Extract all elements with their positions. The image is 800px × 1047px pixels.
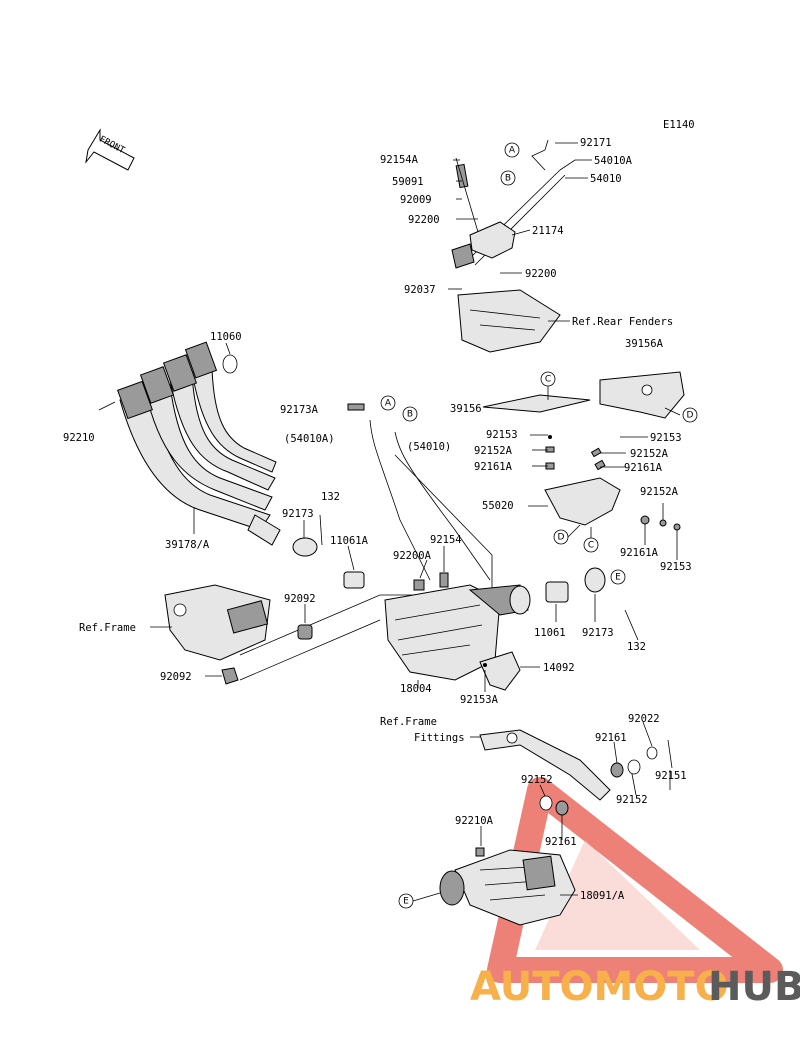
label-92200-top: 92200 xyxy=(408,214,440,226)
collar-92022 xyxy=(646,746,658,760)
gasket-11061 xyxy=(545,581,569,603)
label-11061a: 11061A xyxy=(330,535,369,547)
label-54010-paren: (54010) xyxy=(407,441,451,453)
bracket-55020 xyxy=(544,477,621,526)
label-92200a: 92200A xyxy=(393,550,432,562)
rubber-92161-bot xyxy=(555,800,569,816)
label-18004: 18004 xyxy=(400,683,432,695)
label-92210: 92210 xyxy=(63,432,95,444)
label-11060: 11060 xyxy=(210,331,242,343)
callout-d-top-label: D xyxy=(687,411,694,421)
label-92173-r: 92173 xyxy=(582,627,614,639)
rubber-92161-top xyxy=(610,762,624,778)
washer-92152-right xyxy=(627,759,641,775)
callout-c-top-label: C xyxy=(545,375,551,385)
label-39178a: 39178/A xyxy=(165,539,210,551)
label-92210a: 92210A xyxy=(455,815,494,827)
silencer-body-18004 xyxy=(384,584,531,681)
label-92173-l: 92173 xyxy=(282,508,314,520)
label-92200-mid: 92200 xyxy=(525,268,557,280)
washer-92152-left xyxy=(539,795,553,811)
label-21174: 21174 xyxy=(532,225,564,237)
callout-a-top-label: A xyxy=(509,146,516,156)
label-54010a-paren: (54010A) xyxy=(284,433,335,445)
label-92153-r: 92153 xyxy=(650,432,682,444)
label-92161-bot: 92161 xyxy=(545,836,577,848)
label-92152a-r2: 92152A xyxy=(640,486,679,498)
label-132-top: 132 xyxy=(321,491,340,503)
callout-e-mid-label: E xyxy=(615,573,621,583)
callout-c-mid-label: C xyxy=(588,541,594,551)
silencer-bracket xyxy=(479,729,611,801)
label-92037: 92037 xyxy=(404,284,436,296)
callout-b-mid-label: B xyxy=(407,410,413,420)
label-92022: 92022 xyxy=(628,713,660,725)
silencer-18091 xyxy=(439,849,576,926)
label-54010a: 54010A xyxy=(594,155,633,167)
label-14092: 14092 xyxy=(543,662,575,674)
callout-b-mid xyxy=(402,406,418,422)
heat-shield-39156a xyxy=(599,371,685,419)
label-92153-r2: 92153 xyxy=(660,561,692,573)
callout-a-mid xyxy=(380,395,396,411)
label-92009: 92009 xyxy=(400,194,432,206)
exhaust-valve-actuator xyxy=(451,139,566,353)
nut-92210a xyxy=(475,847,485,857)
callout-b-top-label: B xyxy=(505,174,511,184)
callout-d-top xyxy=(682,407,698,423)
watermark-brand-hub: HUB xyxy=(708,964,800,1010)
gasket-11061a xyxy=(343,571,365,589)
label-ref-frame: Ref.Frame xyxy=(79,622,136,634)
label-ref-rear-fenders: Ref.Rear Fenders xyxy=(572,316,673,328)
watermark-brand-auto: AUTOMOTO xyxy=(470,964,729,1010)
frame-bracket xyxy=(164,584,271,661)
diagram-code: E1140 xyxy=(663,119,695,131)
label-92152a-r: 92152A xyxy=(630,448,669,460)
label-92154a: 92154A xyxy=(380,154,419,166)
exhaust-header-pipes xyxy=(117,341,281,546)
label-92154: 92154 xyxy=(430,534,462,546)
label-54010: 54010 xyxy=(590,173,622,185)
cover-14092 xyxy=(479,651,521,691)
clamp-92173-left xyxy=(292,537,318,557)
callout-e-mid xyxy=(610,569,626,585)
callout-d-mid-label: D xyxy=(558,533,565,543)
bolt-92173a xyxy=(347,403,365,411)
label-92152a-l: 92152A xyxy=(474,445,513,457)
label-92171: 92171 xyxy=(580,137,612,149)
label-92151: 92151 xyxy=(655,770,687,782)
clamp-92173-right xyxy=(584,567,606,593)
label-92161-top: 92161 xyxy=(595,732,627,744)
label-39156: 39156 xyxy=(450,403,482,415)
label-18091a: 18091/A xyxy=(580,890,625,902)
label-39156a: 39156A xyxy=(625,338,664,350)
label-92092-top: 92092 xyxy=(284,593,316,605)
callout-a-mid-label: A xyxy=(385,399,392,409)
rubber-92092-top xyxy=(297,624,313,640)
label-ref-frame-fittings-1: Ref.Frame xyxy=(380,716,437,728)
label-92153a: 92153A xyxy=(460,694,499,706)
label-132-bot: 132 xyxy=(627,641,646,653)
label-92153-l: 92153 xyxy=(486,429,518,441)
gasket-11060 xyxy=(222,354,238,374)
callout-b-top xyxy=(500,170,516,186)
callout-e-bot-label: E xyxy=(403,897,409,907)
label-92161a-r: 92161A xyxy=(624,462,663,474)
label-92161a-l: 92161A xyxy=(474,461,513,473)
label-92152-l: 92152 xyxy=(521,774,553,786)
label-11061: 11061 xyxy=(534,627,566,639)
nut-92092-bot xyxy=(221,667,239,685)
label-92161a-r2: 92161A xyxy=(620,547,659,559)
callout-a-top xyxy=(504,142,520,158)
label-55020: 55020 xyxy=(482,500,514,512)
label-59091: 59091 xyxy=(392,176,424,188)
heat-shield-39156 xyxy=(482,394,591,413)
front-arrow-icon: FRONT xyxy=(85,128,135,171)
label-92152-r: 92152 xyxy=(616,794,648,806)
label-92092-bot: 92092 xyxy=(160,671,192,683)
label-ref-frame-fittings-2: Fittings xyxy=(414,732,465,744)
label-92173a: 92173A xyxy=(280,404,319,416)
